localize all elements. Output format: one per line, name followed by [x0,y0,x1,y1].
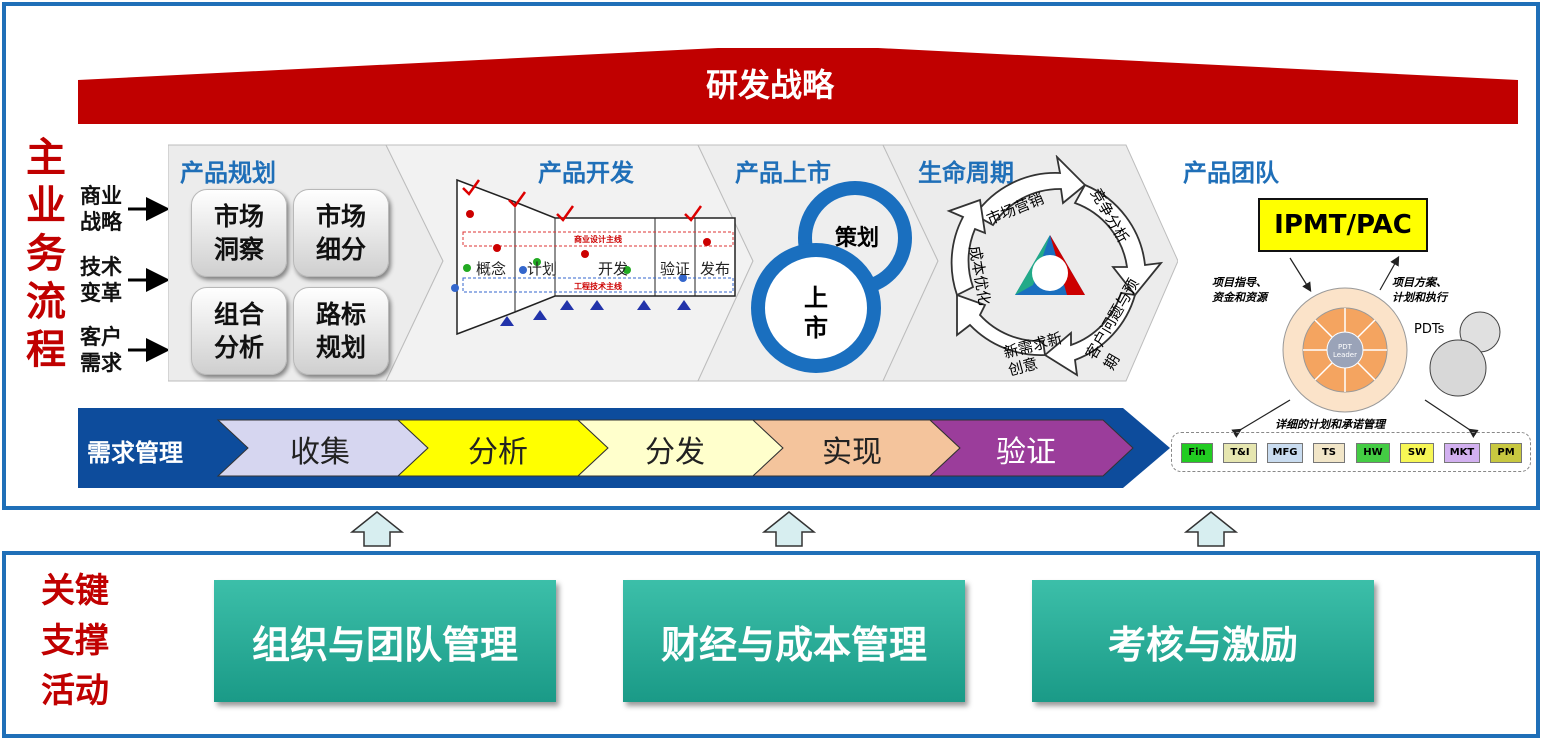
lifecycle-title: 生命周期 [918,159,1014,187]
product-planning-title: 产品规划 [180,159,276,187]
pdt-leader-label: PDT Leader [1332,343,1357,359]
launch-label: 上市 [804,284,828,342]
strategy-title: 研发战略 [705,66,834,104]
ipmt-box: IPMT/PAC [1258,198,1428,252]
requirements-band [78,408,1170,488]
main-process-vertical-title: 主 业 务 流 程 [26,135,66,373]
development-funnel [451,178,736,336]
pdt-wheel [1231,255,1501,438]
lifecycle-wheel [946,155,1164,377]
assessment-incentive-button[interactable]: 考核与激励 [1032,580,1374,702]
team-right-note: 项目方案、计划和执行 [1392,276,1447,304]
function-fin: Fin [1181,443,1213,463]
requirements-title: 需求管理 [87,439,183,467]
support-vertical-title: 关键 支撑 活动 [41,571,109,711]
product-team-title: 产品团队 [1183,159,1279,187]
function-mfg: MFG [1267,443,1303,463]
stage-plan: 计划 [527,260,558,278]
market-segmentation-button[interactable]: 市场 细分 [293,189,389,277]
req-step-distribute: 分发 [645,435,705,470]
finance-cost-management-button[interactable]: 财经与成本管理 [623,580,965,702]
engineering-tech-line: 工程技术主线 [574,282,622,291]
input-tech-change: 技术变革 [80,255,122,305]
launch-rings [751,181,912,373]
function-hw: HW [1356,443,1390,463]
portfolio-analysis-button[interactable]: 组合 分析 [191,287,287,375]
strategy-roof [78,48,1518,124]
launch-plan-label: 策划 [835,226,880,251]
stage-develop: 开发 [598,260,629,278]
functions-box [1171,432,1531,472]
product-development-title: 产品开发 [538,159,634,187]
stage-concept: 概念 [476,260,507,278]
input-business-strategy: 商业战略 [80,184,122,234]
function-mkt: MKT [1444,443,1480,463]
up-arrows [349,511,1239,547]
req-step-analyze: 分析 [468,435,528,470]
function-sw: SW [1400,443,1434,463]
org-team-management-button[interactable]: 组织与团队管理 [214,580,556,702]
pdts-label: PDTs [1414,322,1445,337]
function-ti: T&I [1223,443,1257,463]
req-step-implement: 实现 [822,435,882,470]
roadmap-planning-button[interactable]: 路标 规划 [293,287,389,375]
function-ts: TS [1313,443,1345,463]
team-left-note: 项目指导、资金和资源 [1212,276,1267,304]
business-design-line: 商业设计主线 [574,235,622,244]
stage-verify: 验证 [660,260,691,278]
team-bottom-note: 详细的计划和承诺管理 [1275,418,1385,431]
input-customer-needs: 客户需求 [80,325,122,375]
req-step-collect: 收集 [290,435,350,470]
req-step-verify: 验证 [996,435,1056,470]
input-arrows [128,197,170,362]
function-pm: PM [1490,443,1522,463]
product-launch-title: 产品上市 [735,159,831,187]
market-insight-button[interactable]: 市场 洞察 [191,189,287,277]
stage-release: 发布 [700,260,731,278]
